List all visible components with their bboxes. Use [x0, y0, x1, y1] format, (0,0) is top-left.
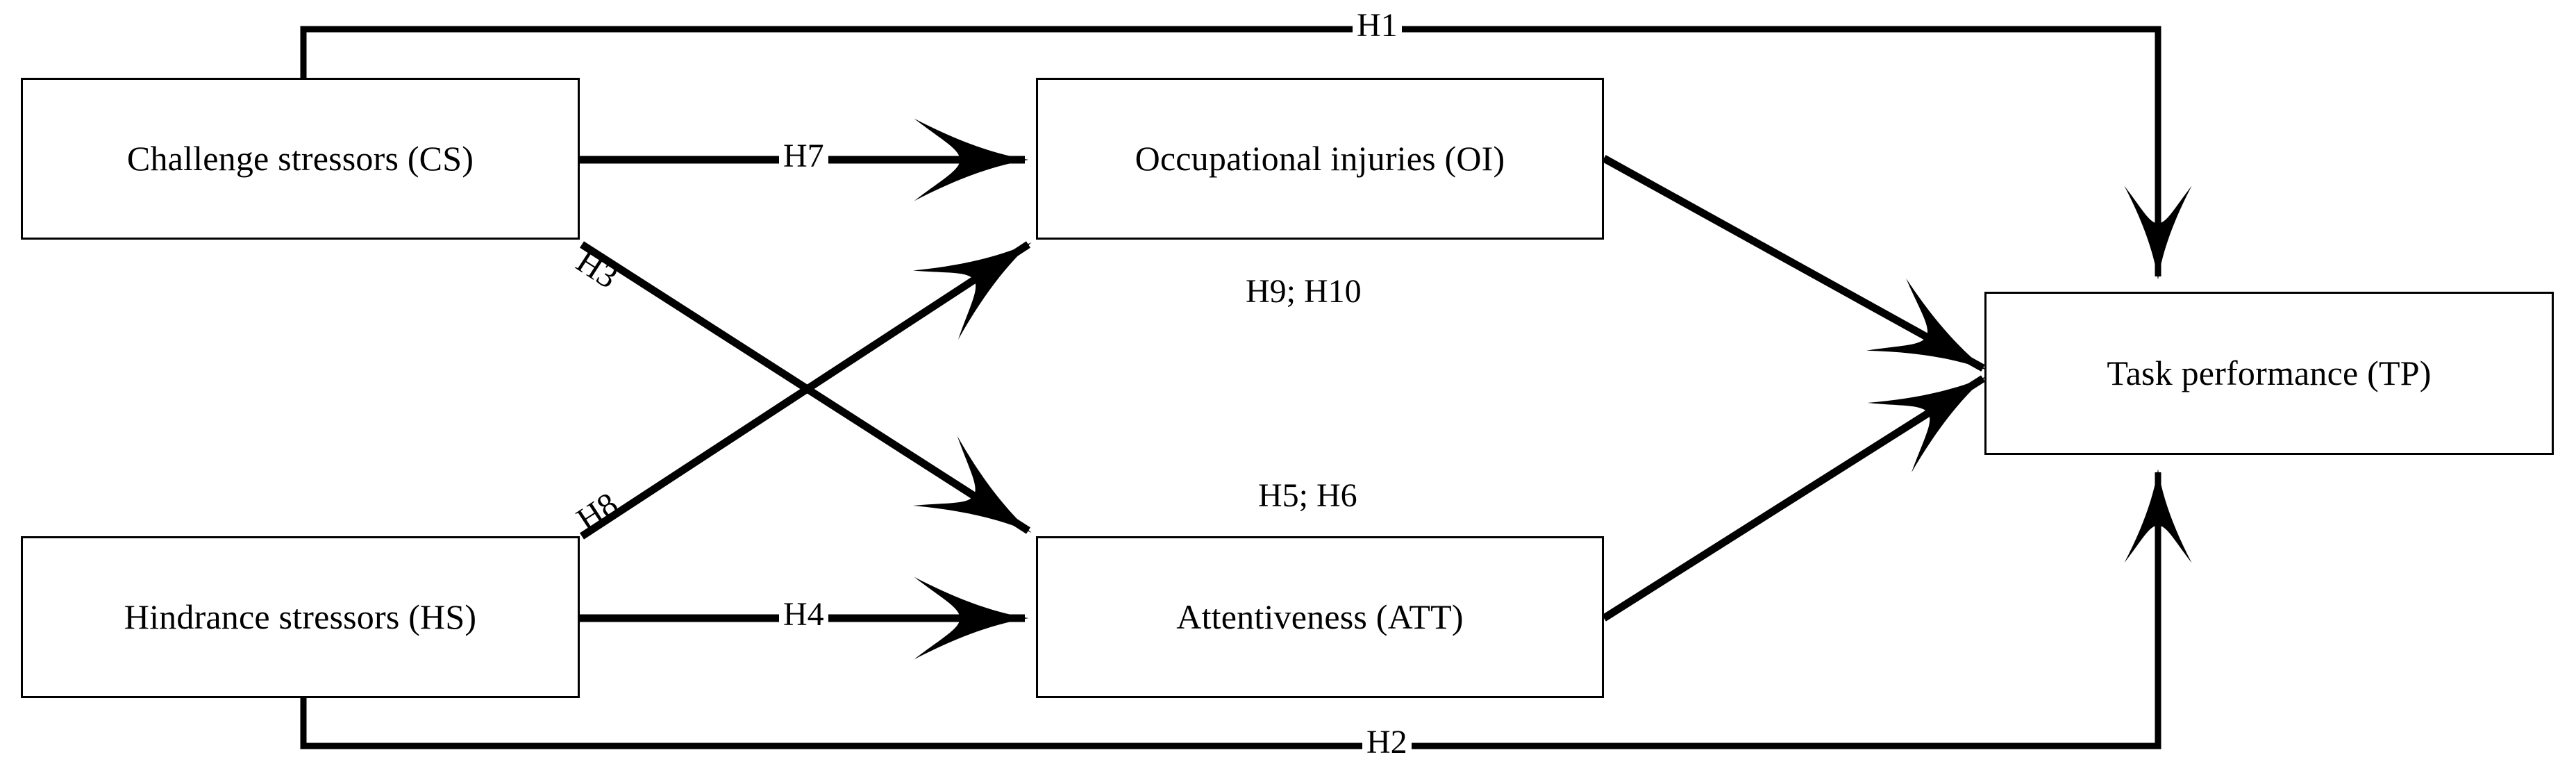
edge-label-h9-h10: H9; H10: [1246, 273, 1362, 310]
node-occupational-injuries-label: Occupational injuries (OI): [1135, 139, 1505, 178]
edge-label-h2: H2: [1362, 726, 1412, 759]
node-attentiveness[interactable]: Attentiveness (ATT): [1036, 536, 1604, 698]
edge-label-h4: H4: [779, 598, 828, 631]
edge-h9-h10: [1602, 155, 1987, 372]
node-hindrance-stressors[interactable]: Hindrance stressors (HS): [21, 536, 580, 698]
node-task-performance-label: Task performance (TP): [2107, 354, 2432, 392]
edge-h5-h6: [1602, 375, 1987, 622]
edge-h2: [300, 469, 2192, 749]
edge-label-h5-h6: H5; H6: [1258, 477, 1357, 514]
edge-label-h1: H1: [1353, 9, 1402, 42]
node-attentiveness-label: Attentiveness (ATT): [1176, 597, 1464, 636]
node-challenge-stressors[interactable]: Challenge stressors (CS): [21, 78, 580, 240]
node-occupational-injuries[interactable]: Occupational injuries (OI): [1036, 78, 1604, 240]
edge-label-h7: H7: [779, 140, 828, 173]
node-task-performance[interactable]: Task performance (TP): [1984, 292, 2554, 455]
edge-h8: [579, 241, 1032, 540]
node-challenge-stressors-label: Challenge stressors (CS): [126, 139, 474, 178]
node-hindrance-stressors-label: Hindrance stressors (HS): [124, 597, 477, 636]
edge-h1: [300, 26, 2192, 280]
